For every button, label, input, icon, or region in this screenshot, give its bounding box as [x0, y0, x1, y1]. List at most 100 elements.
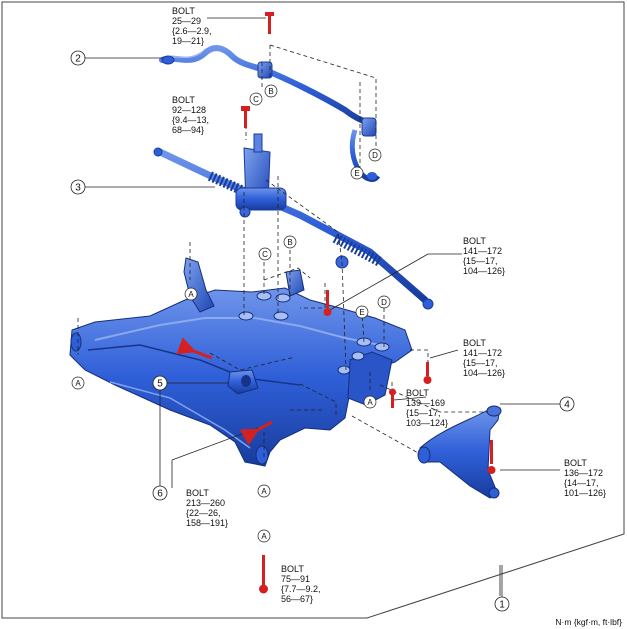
- svg-text:BOLT: BOLT: [463, 236, 486, 246]
- torque-label-lower-arm-rear-bolt: BOLT 136—172 {14—17, 101—126}: [564, 458, 606, 498]
- letter-callout-e: E: [350, 166, 364, 180]
- svg-text:75—91: 75—91: [281, 574, 310, 584]
- bolt-icon: [241, 106, 250, 128]
- part-callout-1: 1: [494, 596, 510, 612]
- bolt-icon: [265, 12, 274, 34]
- bolt-icon: [323, 290, 332, 316]
- svg-text:4: 4: [564, 400, 570, 411]
- svg-text:E: E: [354, 169, 359, 178]
- location-letter-callouts: C B D E C B D E A A A A A: [71, 84, 391, 543]
- bolts-group: [176, 12, 496, 594]
- unit-note: N·m {kgf·m, ft·lbf}: [555, 617, 622, 627]
- leader-lines: [84, 17, 560, 600]
- svg-text:{22—26,: {22—26,: [186, 508, 221, 518]
- svg-text:{9.4—13,: {9.4—13,: [172, 115, 209, 125]
- torque-label-lower-arm-front-bolt: BOLT 139—169 {15—17, 103—124}: [406, 388, 448, 428]
- svg-text:104—126}: 104—126}: [463, 368, 505, 378]
- svg-text:BOLT: BOLT: [564, 458, 587, 468]
- svg-text:A: A: [367, 398, 373, 407]
- svg-text:C: C: [253, 95, 259, 104]
- svg-text:56—67}: 56—67}: [281, 594, 313, 604]
- svg-text:213—260: 213—260: [186, 498, 225, 508]
- torque-labels: BOLT 25—29 {2.6—2.9, 19—21} BOLT 92—128 …: [172, 6, 606, 604]
- bolt-icon: [423, 362, 432, 384]
- letter-callout-a: A: [257, 529, 271, 543]
- svg-text:B: B: [287, 238, 292, 247]
- svg-text:2: 2: [75, 54, 81, 65]
- torque-label-crossmember-bolt-upper: BOLT 141—172 {15—17, 104—126}: [463, 236, 505, 276]
- svg-text:158—191}: 158—191}: [186, 518, 228, 528]
- svg-text:68—94}: 68—94}: [172, 125, 204, 135]
- torque-label-bottom-bolt: BOLT 75—91 {7.7—9.2, 56—67}: [281, 564, 321, 604]
- letter-callout-b: B: [264, 84, 278, 98]
- svg-text:A: A: [261, 532, 267, 541]
- letter-callout-b: B: [283, 235, 297, 249]
- letter-callout-a: A: [184, 287, 198, 301]
- svg-text:103—124}: 103—124}: [406, 418, 448, 428]
- torque-label-crossmember-rear-bolt: BOLT 213—260 {22—26, 158—191}: [186, 488, 228, 528]
- crossmember: [69, 257, 413, 467]
- torque-label-steering-bolt: BOLT 92—128 {9.4—13, 68—94}: [172, 95, 209, 135]
- svg-text:A: A: [75, 379, 81, 388]
- svg-text:141—172: 141—172: [463, 246, 502, 256]
- svg-text:{2.6—2.9,: {2.6—2.9,: [172, 26, 212, 36]
- letter-callout-c: C: [249, 92, 263, 106]
- svg-text:D: D: [372, 151, 378, 160]
- svg-text:3: 3: [75, 183, 81, 194]
- letter-callout-c: C: [258, 247, 272, 261]
- svg-text:{14—17,: {14—17,: [564, 478, 599, 488]
- svg-text:BOLT: BOLT: [172, 6, 195, 16]
- bolt-icon: [389, 388, 396, 408]
- svg-text:104—126}: 104—126}: [463, 266, 505, 276]
- svg-text:136—172: 136—172: [564, 468, 603, 478]
- letter-callout-d: D: [377, 295, 391, 309]
- lower-arm: [417, 405, 502, 499]
- svg-text:BOLT: BOLT: [406, 388, 429, 398]
- svg-text:{15—17,: {15—17,: [463, 256, 498, 266]
- svg-text:E: E: [359, 308, 364, 317]
- svg-text:6: 6: [157, 489, 163, 500]
- bolt-icon: [176, 337, 213, 360]
- dashed-guide-lines: [77, 44, 488, 460]
- svg-text:1: 1: [499, 600, 505, 611]
- svg-text:19—21}: 19—21}: [172, 36, 204, 46]
- svg-text:{7.7—9.2,: {7.7—9.2,: [281, 584, 321, 594]
- svg-text:BOLT: BOLT: [172, 95, 195, 105]
- bolt-icon: [239, 420, 273, 446]
- bushing: [227, 369, 259, 395]
- svg-text:139—169: 139—169: [406, 398, 445, 408]
- svg-text:BOLT: BOLT: [281, 564, 304, 574]
- svg-text:{15—17,: {15—17,: [406, 408, 441, 418]
- svg-text:A: A: [188, 290, 194, 299]
- svg-text:{15—17,: {15—17,: [463, 358, 498, 368]
- letter-callout-e: E: [355, 305, 369, 319]
- svg-text:101—126}: 101—126}: [564, 488, 606, 498]
- letter-callout-d: D: [368, 148, 382, 162]
- part-callout-2: 2: [70, 50, 86, 66]
- torque-label-stabilizer-bolt: BOLT 25—29 {2.6—2.9, 19—21}: [172, 6, 212, 46]
- svg-text:A: A: [261, 487, 267, 496]
- svg-text:BOLT: BOLT: [463, 338, 486, 348]
- frame-border: [1, 1, 625, 619]
- letter-callout-a: A: [363, 395, 377, 409]
- part-number-callouts: 2 3 5 4 6 1: [70, 50, 575, 612]
- letter-callout-a: A: [257, 484, 271, 498]
- part-callout-6: 6: [152, 485, 168, 501]
- bolt-icon: [259, 555, 268, 594]
- svg-text:C: C: [262, 250, 268, 259]
- svg-text:D: D: [381, 298, 387, 307]
- svg-text:141—172: 141—172: [463, 348, 502, 358]
- torque-label-crossmember-bolt-right: BOLT 141—172 {15—17, 104—126}: [463, 338, 505, 378]
- svg-text:5: 5: [157, 379, 163, 390]
- steering-gear: [153, 133, 434, 310]
- part-callout-5: 5: [152, 375, 168, 391]
- svg-text:B: B: [268, 87, 273, 96]
- part-callout-3: 3: [70, 179, 86, 195]
- svg-text:92—128: 92—128: [172, 105, 206, 115]
- letter-callout-a: A: [71, 376, 85, 390]
- svg-text:BOLT: BOLT: [186, 488, 209, 498]
- svg-text:25—29: 25—29: [172, 16, 201, 26]
- bolt-icon: [487, 440, 496, 474]
- part-callout-4: 4: [559, 396, 575, 412]
